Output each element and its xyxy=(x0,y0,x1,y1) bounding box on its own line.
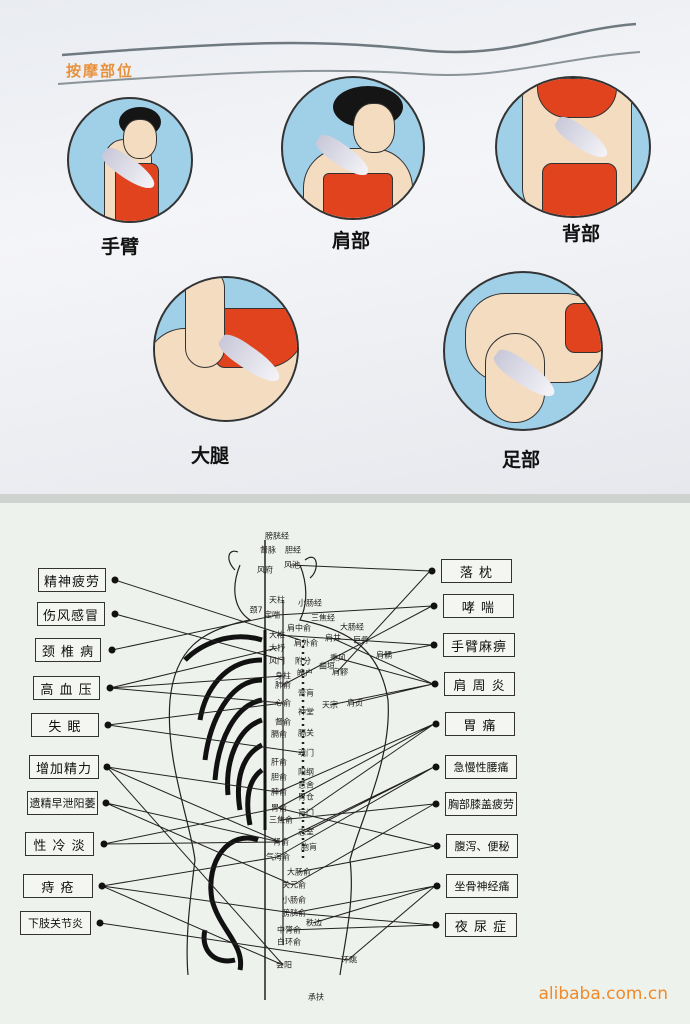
acupoint-label: 巨骨 xyxy=(353,635,369,645)
acupoint-label: 大椎 xyxy=(269,630,285,640)
massage-areas-page: 按摩部位 手臂 肩部 背部 大腿 足部 xyxy=(0,0,690,500)
foot-label: 足部 xyxy=(502,449,541,471)
acupoint-label: 身柱 xyxy=(275,671,291,681)
section-title: 按摩部位 xyxy=(66,62,135,80)
foot-massage-illustration xyxy=(443,271,603,431)
acupoint-label: 大肠俞 xyxy=(287,867,311,877)
acupoint-label: 关元俞 xyxy=(282,880,306,890)
acupoint-label: 脾俞 xyxy=(271,787,287,797)
acupoint-label: 天柱 xyxy=(269,595,285,605)
acupoint-label: 神堂 xyxy=(298,707,314,717)
acupoint-label: 肩贞 xyxy=(347,698,363,708)
acupoint-label: 肝俞 xyxy=(271,757,287,767)
acupoint-label: 胃俞 xyxy=(271,803,287,813)
acupoint-label: 承扶 xyxy=(308,992,324,1002)
acupoint-label: 环跳 xyxy=(341,955,357,965)
acupoint-label: 膈俞 xyxy=(271,729,287,739)
acupoint-label: 白环俞 xyxy=(277,937,301,947)
acupoint-label: 小肠俞 xyxy=(282,895,306,905)
acupoint-label: 气海俞 xyxy=(266,852,290,862)
acupoint-label: 风门 xyxy=(269,656,285,666)
ailment-sciatica: 坐骨神经痛 xyxy=(446,874,518,898)
acupoint-label: 肩中俞 xyxy=(287,623,311,633)
ailment-arm-numbness: 手臂麻痹 xyxy=(443,633,515,657)
ailment-impotence: 遗精早泄阳萎 xyxy=(27,791,98,815)
acupoint-label: 膀胱俞 xyxy=(282,908,306,918)
acupoint-label: 会阳 xyxy=(276,960,292,970)
ailment-hypertension: 高 血 压 xyxy=(33,676,100,700)
acupoint-label: 意舍 xyxy=(298,780,314,790)
acupoint-label: 胆经 xyxy=(285,545,301,555)
ailment-chest-knee-fatigue: 胸部膝盖疲劳 xyxy=(445,792,517,816)
acupoint-label: 心俞 xyxy=(275,698,291,708)
ailment-frozen-shoulder: 肩 周 炎 xyxy=(444,672,515,696)
watermark: alibaba.com.cn xyxy=(538,984,668,1004)
ailment-frigidity: 性 冷 淡 xyxy=(25,832,94,856)
ailment-nocturia: 夜 尿 症 xyxy=(445,913,517,937)
acupoint-label: 大杼 xyxy=(269,643,285,653)
thigh-massage-illustration xyxy=(153,276,299,422)
acupoint-label: 督俞 xyxy=(275,717,291,727)
acupoint-label: 三焦俞 xyxy=(269,815,293,825)
acupoint-label: 膈关 xyxy=(298,728,314,738)
ailment-fatigue: 精神疲劳 xyxy=(38,568,106,592)
back-massage-illustration xyxy=(495,76,651,218)
ailment-cold: 伤风感冒 xyxy=(37,602,105,626)
ailment-arthritis: 下肢关节炎 xyxy=(20,911,91,935)
acupoint-label: 胞肓 xyxy=(301,842,317,852)
ailment-lumbago: 急慢性腰痛 xyxy=(445,755,517,779)
acupoint-label: 肾俞 xyxy=(273,837,289,847)
ailment-stomachache: 胃 痛 xyxy=(445,712,515,736)
ailment-cervical: 颈 椎 病 xyxy=(35,638,101,662)
acupoint-label: 胃仓 xyxy=(298,792,314,802)
ailment-hemorrhoids: 痔 疮 xyxy=(23,874,93,898)
shoulder-massage-illustration xyxy=(281,76,425,220)
ailment-diarrhea-constipation: 腹泻、便秘 xyxy=(446,834,518,858)
acupoint-label: 小肠经 xyxy=(298,598,322,608)
acupoint-label: 阳纲 xyxy=(298,767,314,777)
acupoint-chart: 精神疲劳 伤风感冒 颈 椎 病 高 血 压 失 眠 增加精力 遗精早泄阳萎 性 … xyxy=(0,503,690,1024)
body-diagram xyxy=(96,540,441,1000)
arm-label: 手臂 xyxy=(101,236,140,258)
acupoint-label: 肺俞 xyxy=(275,680,291,690)
acupoint-label: 膏肓 xyxy=(298,688,314,698)
ailment-insomnia: 失 眠 xyxy=(31,713,99,737)
acupoint-label: 风府 xyxy=(257,565,273,575)
acupoint-label: 秩边 xyxy=(306,918,322,928)
ailment-stiff-neck: 落 枕 xyxy=(441,559,512,583)
ailment-energy: 增加精力 xyxy=(29,755,99,779)
acupoint-label: 肩髃 xyxy=(376,650,392,660)
acupoint-label: 风池 xyxy=(284,560,300,570)
acupoint-label: 颈7 xyxy=(249,605,263,615)
thigh-label: 大腿 xyxy=(191,445,230,467)
acupoint-label: 魄户 xyxy=(297,668,313,678)
arm-massage-illustration xyxy=(67,97,193,223)
acupoint-label: 秉风 xyxy=(330,653,346,663)
acupoint-label: 肩髎 xyxy=(332,667,348,677)
acupoint-label: 大肠经 xyxy=(340,622,364,632)
acupoint-label: 肩井 xyxy=(325,633,341,643)
back-label: 背部 xyxy=(562,223,601,245)
acupoint-label: 肩外俞 xyxy=(294,638,318,648)
acupoint-label: 魂门 xyxy=(298,748,314,758)
acupoint-label: 志室 xyxy=(298,827,314,837)
acupoint-label: 附分 xyxy=(295,656,311,666)
acupoint-label: 肓门 xyxy=(298,808,314,818)
acupoint-label: 三焦经 xyxy=(311,613,335,623)
ailment-asthma: 哮 喘 xyxy=(443,594,514,618)
acupoint-label: 胆俞 xyxy=(271,772,287,782)
acupoint-label: 定喘 xyxy=(264,610,280,620)
acupoint-label: 督脉 xyxy=(260,545,276,555)
acupoint-label: 膀胱经 xyxy=(265,531,289,541)
shoulder-label: 肩部 xyxy=(332,230,371,252)
acupoint-label: 曲垣 xyxy=(319,661,335,671)
acupoint-label: 天宗 xyxy=(322,700,338,710)
acupoint-label: 中膂俞 xyxy=(277,925,301,935)
header-rules xyxy=(57,22,641,85)
